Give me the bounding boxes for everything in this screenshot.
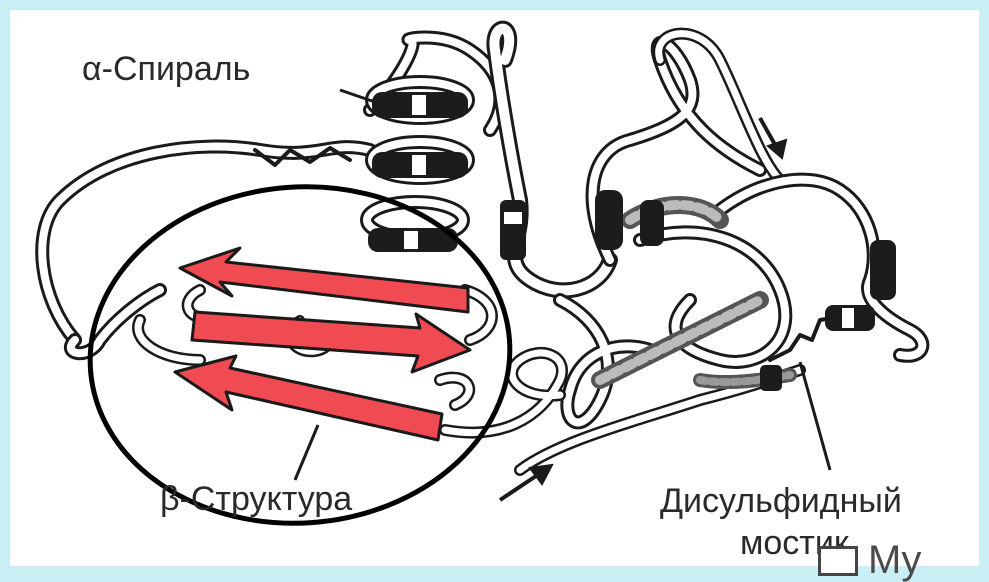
beta-strand-arrow [180, 248, 468, 312]
watermark-text: My [868, 540, 921, 580]
backbone-coil [42, 29, 922, 470]
disulfide-bridge-label-line1: Дисульфидный [660, 484, 902, 518]
alpha-helix [367, 82, 468, 252]
beta-sheet [175, 248, 470, 440]
beta-structure-label: β-Структура [160, 482, 352, 516]
beta-strand-arrow [175, 356, 442, 440]
slide-icon [818, 546, 858, 576]
alpha-helix-label: α-Спираль [82, 52, 250, 86]
